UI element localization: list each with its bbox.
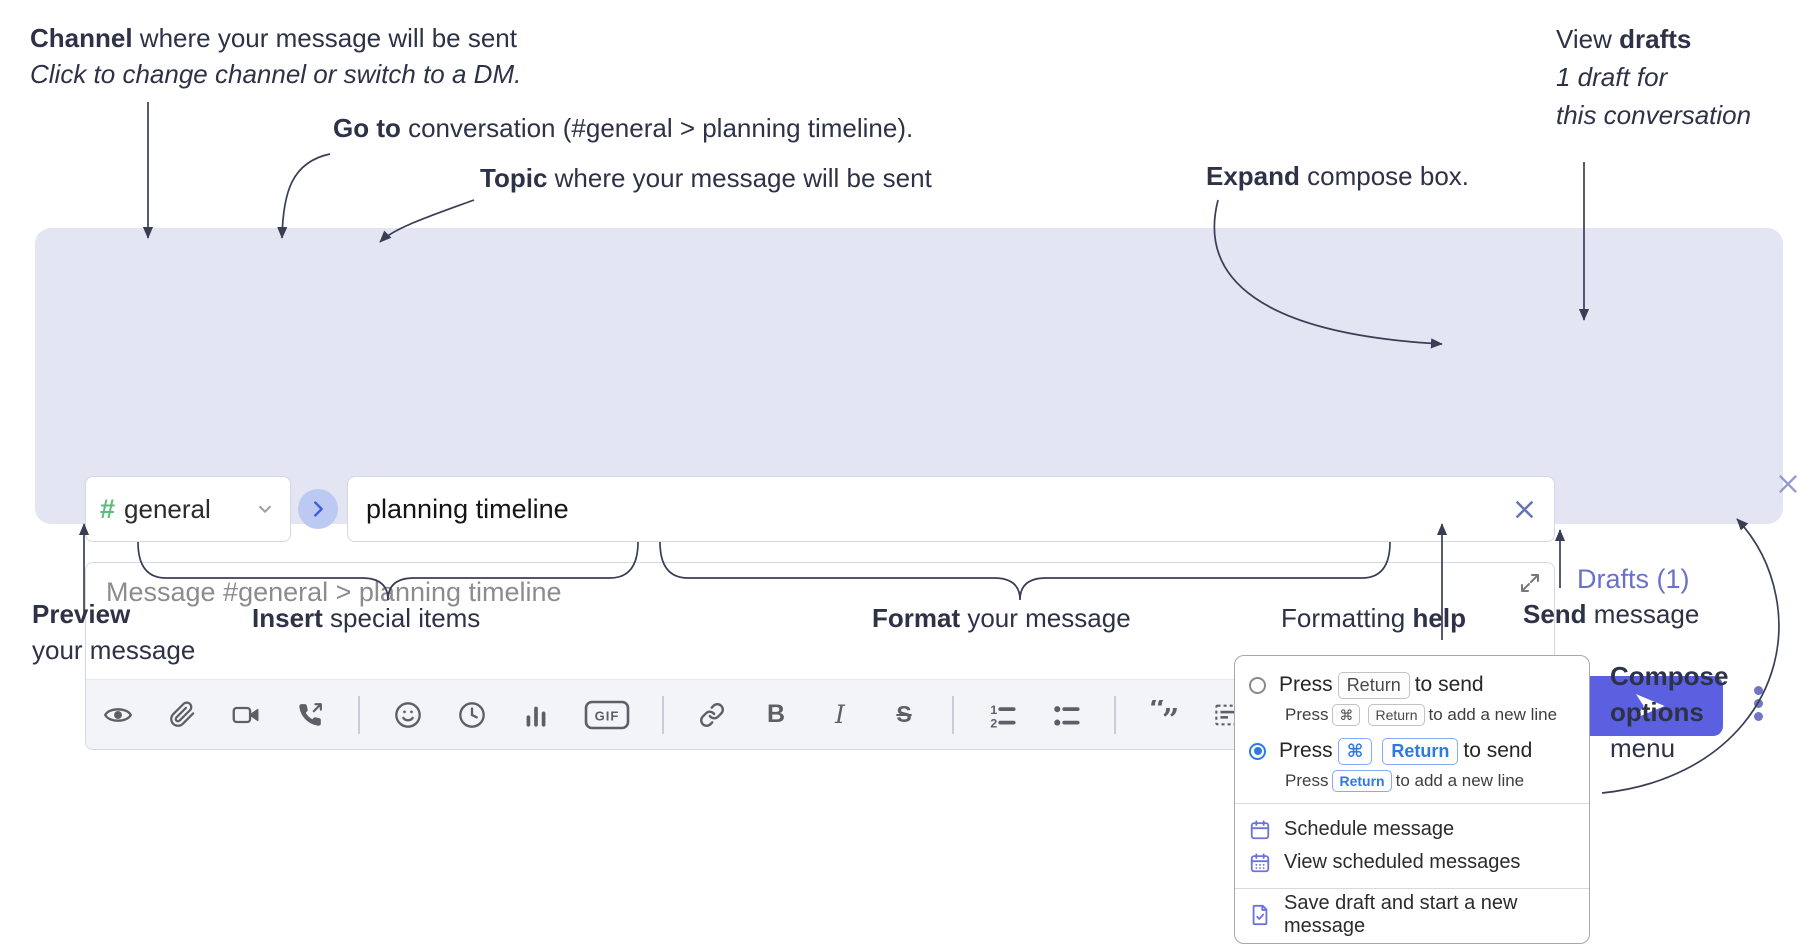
- option-text: Press: [1279, 739, 1333, 762]
- chevron-down-icon: [258, 505, 272, 514]
- toolbar-divider: [952, 695, 954, 734]
- calendar-grid-icon: [1250, 852, 1270, 872]
- menu-item-save-draft[interactable]: Save draft and start a new message: [1249, 892, 1573, 937]
- clock-icon: [459, 701, 485, 728]
- menu-item-schedule-message[interactable]: Schedule message: [1249, 813, 1573, 846]
- option-text: to send: [1414, 673, 1484, 696]
- close-icon: [1779, 475, 1797, 493]
- link-icon: [700, 702, 724, 727]
- annotation-format: Format your message: [872, 603, 1131, 633]
- clear-topic-icon[interactable]: [1511, 496, 1538, 523]
- annotation-channel: Channel where your message will be sent …: [30, 23, 522, 89]
- option-text: Press: [1279, 673, 1333, 696]
- calendar-icon: [1250, 819, 1270, 839]
- kbd-cmd: ⌘: [1332, 703, 1361, 726]
- menu-item-view-scheduled-messages[interactable]: View scheduled messages: [1249, 846, 1573, 879]
- draft-document-icon: [1252, 904, 1268, 925]
- drafts-link[interactable]: Drafts (1): [1577, 564, 1690, 594]
- kbd-return: Return: [1337, 671, 1410, 699]
- kbd-cmd: ⌘: [1337, 737, 1373, 765]
- strikethrough-icon: S: [896, 701, 912, 727]
- quote-button[interactable]: “”: [1148, 699, 1180, 731]
- arrow-goto: [277, 153, 331, 239]
- annotation-expand: Expand compose box.: [1206, 161, 1470, 191]
- option-sub-newline: Press ⌘ Return to add a new line: [1285, 703, 1558, 726]
- go-to-conversation-button[interactable]: [298, 489, 338, 529]
- ellipsis-dot: [1754, 712, 1763, 721]
- gif-button[interactable]: GIF: [584, 699, 630, 731]
- voice-call-button[interactable]: [294, 699, 326, 731]
- popup-divider: [1235, 803, 1589, 804]
- kbd-return: Return: [1382, 737, 1459, 765]
- bar-chart-icon: [526, 706, 546, 727]
- toolbar-divider: [1114, 695, 1116, 734]
- ellipsis-dot: [1754, 686, 1763, 695]
- link-button[interactable]: [696, 699, 728, 731]
- video-call-button[interactable]: [230, 699, 262, 731]
- annotation-insert: Insert special items: [252, 603, 481, 633]
- numbered-list-icon: 12: [990, 702, 1016, 729]
- svg-text:“: “: [1149, 700, 1166, 727]
- radio-unselected[interactable]: [1249, 676, 1266, 694]
- option-text: to send: [1463, 739, 1533, 762]
- compose-box: # general planning timeline Message #gen…: [35, 228, 1797, 750]
- italic-button[interactable]: I: [824, 699, 856, 731]
- svg-text:1: 1: [990, 702, 997, 716]
- smiley-icon: [395, 701, 421, 728]
- annotation-send: Send message: [1523, 599, 1700, 629]
- quote-icon: “”: [1149, 700, 1179, 730]
- close-compose-button[interactable]: [1773, 470, 1803, 500]
- bulleted-list-button[interactable]: [1050, 699, 1082, 731]
- bulleted-list-icon: [1054, 705, 1080, 726]
- svg-text:2: 2: [990, 716, 997, 729]
- annotation-view-drafts: View drafts 1 draft for this conversatio…: [1556, 24, 1752, 130]
- annotation-goto: Go to conversation (#general > planning …: [333, 113, 914, 143]
- annotation-topic: Topic where your message will be sent: [480, 163, 932, 193]
- italic-icon: I: [835, 700, 845, 729]
- preview-button[interactable]: [102, 699, 134, 731]
- option-cmd-return-to-send[interactable]: Press ⌘ Return to send: [1249, 735, 1573, 767]
- option-sub-newline: Press Return to add a new line: [1285, 769, 1525, 792]
- ellipsis-dot: [1754, 699, 1763, 708]
- annotation-preview: Preview your message: [32, 599, 196, 665]
- kbd-return: Return: [1368, 703, 1425, 726]
- phone-call-icon: [299, 702, 322, 726]
- toolbar-divider: [358, 695, 360, 734]
- video-camera-icon: [232, 706, 259, 723]
- channel-hash-icon: #: [100, 493, 116, 524]
- expand-compose-icon[interactable]: [1518, 571, 1542, 595]
- annotation-formatting-help: Formatting help: [1281, 603, 1466, 633]
- strikethrough-button[interactable]: S: [888, 699, 920, 731]
- svg-text:”: ”: [1162, 703, 1179, 730]
- paperclip-icon: [169, 701, 194, 727]
- toolbar-divider: [662, 695, 664, 734]
- channel-picker[interactable]: # general: [85, 476, 291, 542]
- topic-input[interactable]: planning timeline: [347, 476, 1555, 542]
- svg-text:GIF: GIF: [595, 708, 620, 723]
- poll-button[interactable]: [520, 699, 552, 731]
- popup-divider: [1235, 888, 1589, 889]
- bold-icon: B: [766, 700, 786, 728]
- radio-selected[interactable]: [1249, 742, 1266, 760]
- chevron-right-icon: [314, 501, 323, 517]
- attach-file-button[interactable]: [166, 699, 198, 731]
- compose-options-menu-button[interactable]: [1754, 686, 1763, 721]
- emoji-button[interactable]: [392, 699, 424, 731]
- option-return-to-send[interactable]: Press Return to send: [1249, 669, 1573, 701]
- eye-icon: [104, 707, 132, 722]
- topic-value: planning timeline: [366, 493, 569, 524]
- global-time-button[interactable]: [456, 699, 488, 731]
- channel-name: general: [124, 493, 211, 524]
- annotation-compose-options: Compose options menu: [1610, 661, 1729, 763]
- kbd-return: Return: [1332, 769, 1392, 792]
- bold-button[interactable]: B: [760, 699, 792, 731]
- compose-options-popup: Press Return to send Press ⌘ Return to a…: [1234, 655, 1590, 944]
- gif-icon: GIF: [584, 700, 630, 729]
